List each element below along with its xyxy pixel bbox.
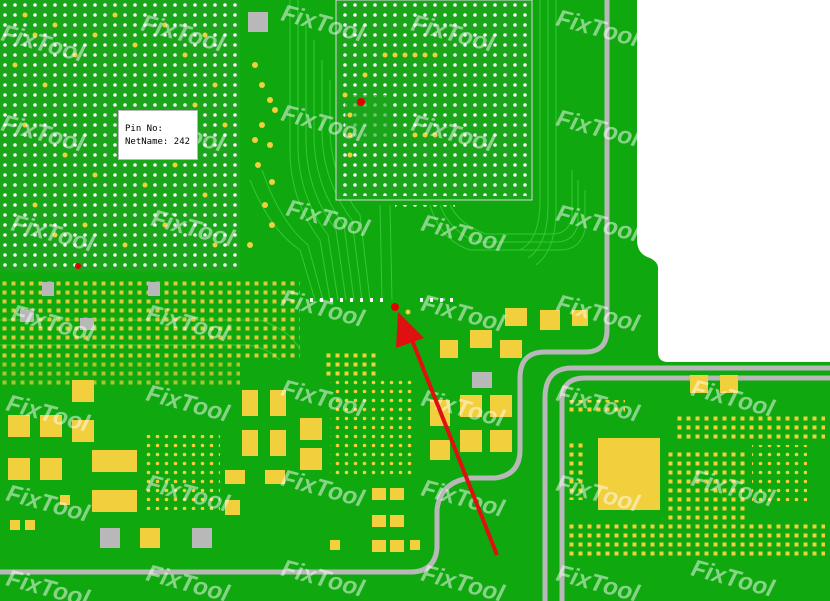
components-center [225, 390, 420, 552]
component-large-pad [598, 438, 660, 510]
pin-number-row: Pin No: [125, 123, 197, 136]
bga-small-left [145, 435, 220, 510]
pad-row-mid [310, 298, 453, 302]
selected-pin[interactable] [391, 303, 399, 311]
adjacent-pad [405, 309, 411, 315]
pad-row-top-center [395, 205, 455, 211]
pad-column-left [247, 62, 278, 248]
bga-right-bottom [752, 445, 807, 505]
bga-top-center-yellow [342, 52, 438, 158]
selected-pin-top [357, 98, 365, 106]
selected-pin-left [75, 263, 81, 269]
net-name-row: NetName: 242 [125, 136, 197, 149]
pin-number-label: Pin No: [125, 124, 163, 134]
bga-center [330, 380, 415, 475]
components-left-middle [0, 280, 300, 385]
pointer-arrow [396, 312, 499, 556]
pin-info-tooltip: Pin No: NetName: 242 [118, 110, 198, 160]
net-name-label: NetName: [125, 137, 169, 147]
components-right-bottom [565, 375, 825, 560]
component-center-top [325, 350, 380, 380]
bga-left-yellow-pads [12, 12, 228, 248]
components-left-bottom [8, 380, 240, 548]
bga-top-center-void [345, 95, 390, 140]
component-square-top [248, 12, 268, 32]
net-name-value: 242 [173, 137, 191, 147]
board-cutout [637, 0, 830, 362]
